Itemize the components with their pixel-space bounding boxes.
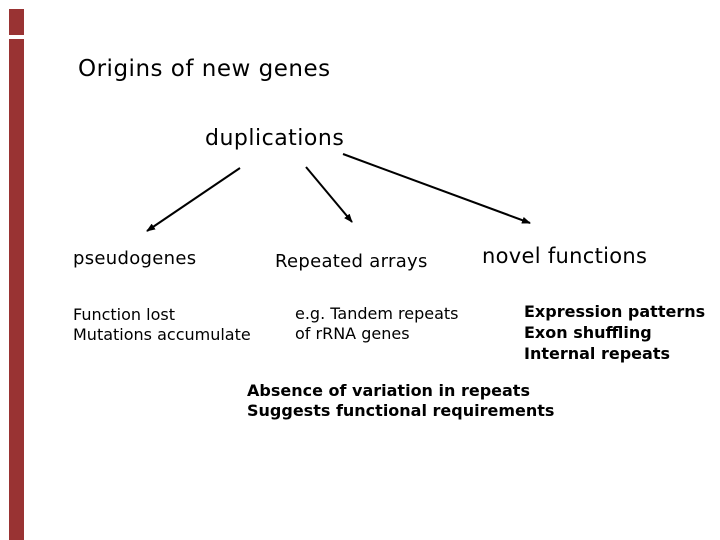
root-node-duplications: duplications	[205, 126, 345, 151]
footnote-line: Suggests functional requirements	[247, 401, 555, 420]
details-pseudogenes: Function lost Mutations accumulate	[73, 305, 251, 345]
details-repeated-arrays: e.g. Tandem repeats of rRNA genes	[295, 304, 458, 344]
arrow-to-repeated-arrays	[305, 166, 353, 223]
branch-label-novel-functions: novel functions	[482, 244, 648, 268]
footnote-line: Absence of variation in repeats	[247, 381, 530, 400]
details-novel-functions: Expression patterns Exon shuffling Inter…	[524, 301, 705, 364]
detail-line: Function lost	[73, 305, 175, 324]
detail-line: Internal repeats	[524, 344, 670, 363]
detail-line: Exon shuffling	[524, 323, 652, 342]
footnote: Absence of variation in repeats Suggests…	[247, 381, 554, 421]
accent-square	[9, 9, 24, 35]
slide-title: Origins of new genes	[78, 56, 331, 82]
branch-label-repeated-arrays: Repeated arrays	[275, 251, 428, 272]
arrow-to-novel-functions	[342, 153, 531, 224]
branch-label-pseudogenes: pseudogenes	[73, 248, 197, 269]
detail-line: Mutations accumulate	[73, 325, 251, 344]
detail-line: e.g. Tandem repeats	[295, 304, 459, 323]
detail-line: Expression patterns	[524, 302, 706, 321]
arrow-to-pseudogenes	[146, 167, 241, 232]
accent-bar	[9, 39, 24, 540]
detail-line: of rRNA genes	[295, 324, 410, 343]
